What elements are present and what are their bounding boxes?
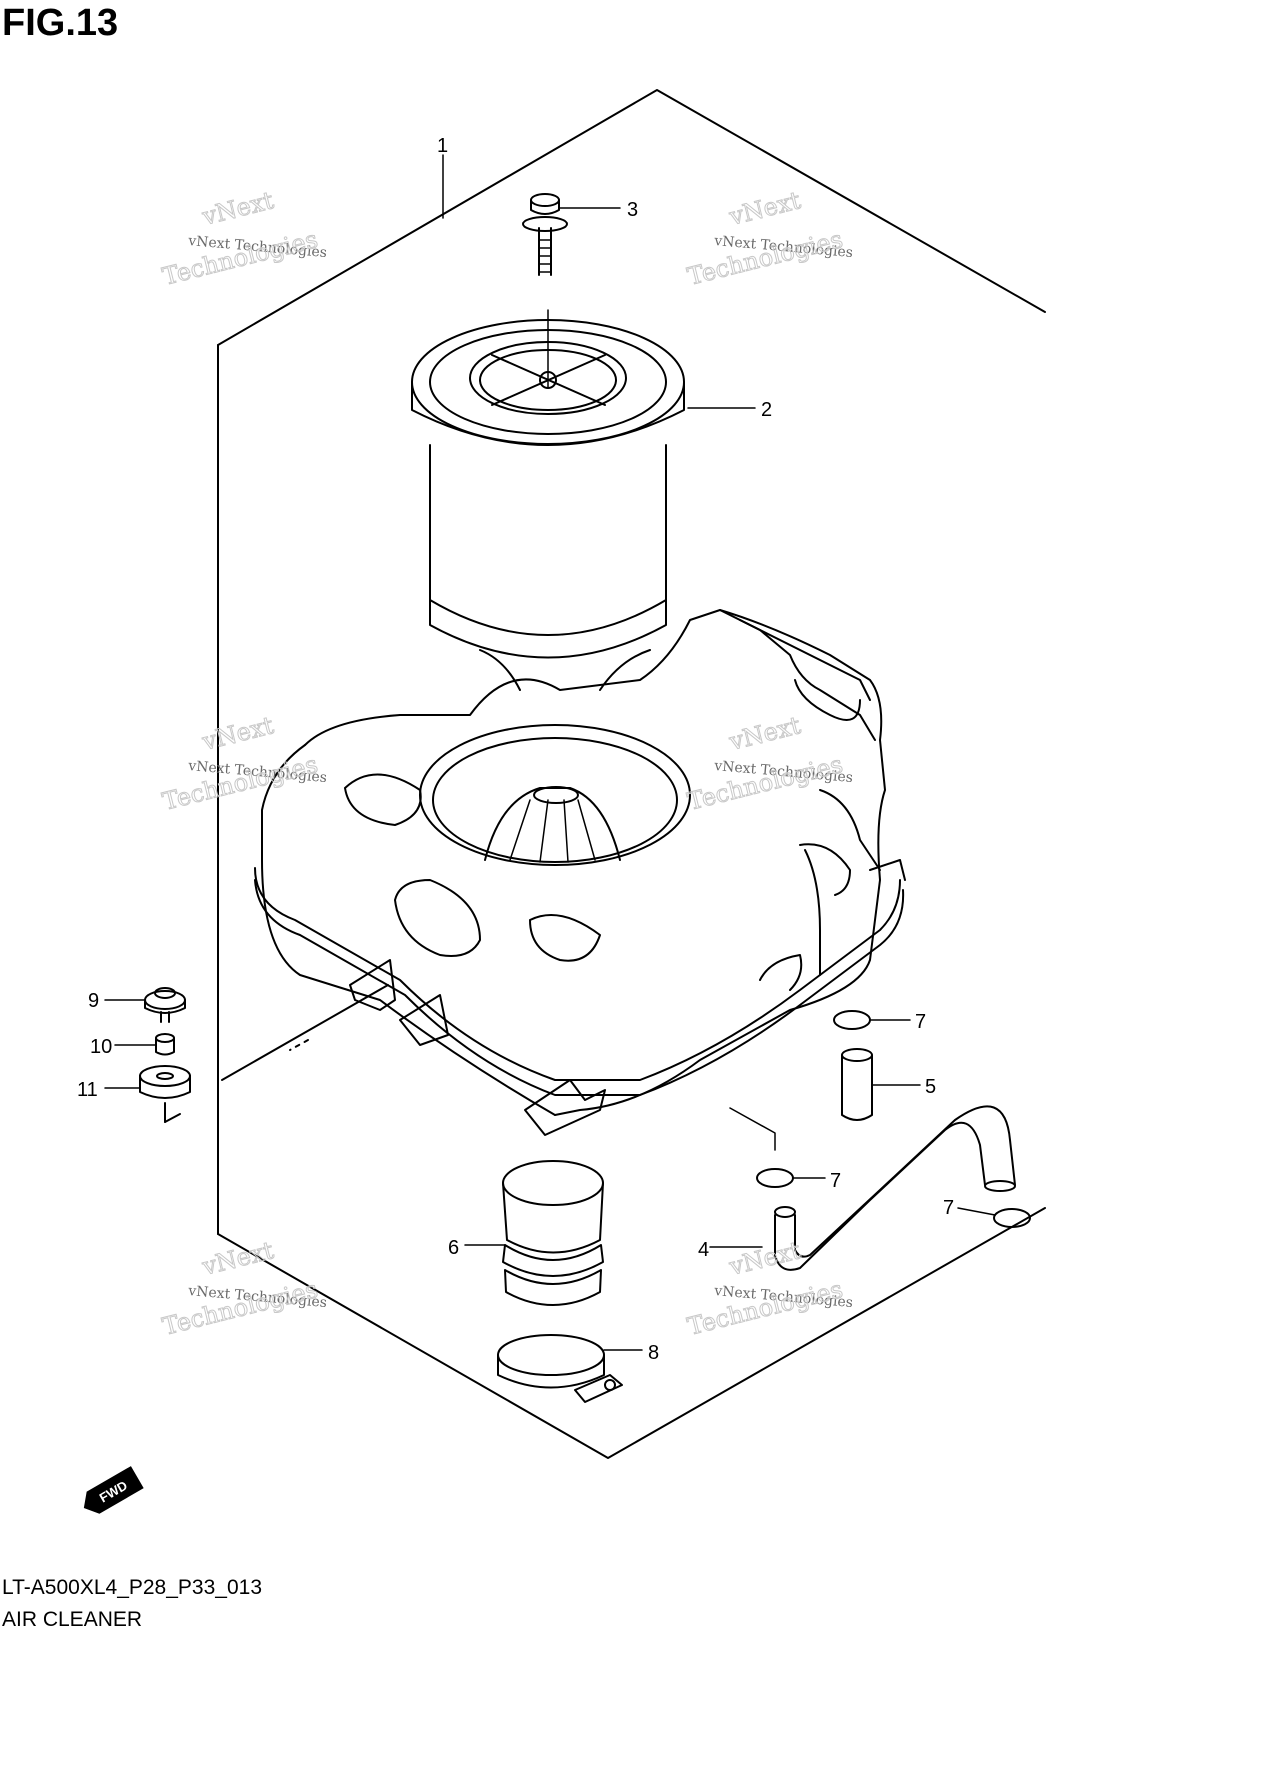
callout-4: 4 (698, 1239, 709, 1261)
watermark-word-1: vNext (726, 711, 804, 756)
watermark-bottom-right: vNext vNext Technologies Technologies (684, 1236, 853, 1342)
callout-2: 2 (761, 399, 772, 421)
watermark-word-2: Technologies (160, 225, 321, 291)
callout-7c: 7 (943, 1197, 954, 1219)
callout-1: 1 (437, 135, 448, 157)
leader-lines (104, 154, 996, 1351)
part-2-filter-element (411, 319, 685, 659)
callout-numbers: 1 2 3 4 5 6 7 7 7 8 9 10 11 (77, 135, 954, 1364)
watermark-word-1: vNext (199, 1236, 277, 1281)
fwd-arrow-icon: FWD (83, 1466, 144, 1514)
part-8-band-clamp (497, 1334, 623, 1403)
watermark-word-1: vNext (726, 1236, 804, 1281)
callout-3: 3 (627, 199, 638, 221)
watermark-mid-left: vNext vNext Technologies Technologies (159, 711, 327, 817)
watermark-top-left: vNext vNext Technologies Technologies (159, 186, 327, 292)
part-10-collar (155, 1033, 175, 1056)
callout-9: 9 (88, 990, 99, 1012)
air-cleaner-housing (254, 609, 905, 1116)
callout-11: 11 (77, 1079, 98, 1101)
assembly-boundary (217, 89, 1046, 346)
watermark-word-1: vNext (199, 711, 277, 756)
callout-10: 10 (90, 1036, 112, 1058)
watermark-bottom-left: vNext vNext Technologies Technologies (159, 1236, 327, 1342)
watermark-word-2: Technologies (160, 1275, 321, 1341)
part-7-clamps (756, 1010, 1031, 1228)
callout-6: 6 (448, 1237, 459, 1259)
diagram-name: AIR CLEANER (2, 1608, 143, 1631)
watermark-top-right: vNext vNext Technologies Technologies (684, 186, 853, 292)
housing-brackets (349, 859, 906, 1136)
callout-8: 8 (648, 1342, 659, 1364)
figure-title: FIG.13 (2, 2, 119, 44)
part-4-hose (774, 1105, 1016, 1271)
watermark-word-2: Technologies (685, 750, 846, 816)
watermark-word-1: vNext (726, 186, 804, 231)
part-9-bolt (144, 987, 186, 1023)
part-6-intake-boot (502, 1160, 604, 1306)
callout-7a: 7 (915, 1011, 926, 1033)
part-5-hose (841, 1048, 873, 1121)
watermark-word-2: Technologies (685, 1275, 846, 1341)
callout-5: 5 (925, 1076, 936, 1098)
diagram-code: LT-A500XL4_P28_P33_013 (2, 1576, 262, 1599)
part-3-screw (522, 193, 568, 389)
watermark-word-2: Technologies (685, 225, 846, 291)
watermark-mid-right: vNext vNext Technologies Technologies (684, 711, 853, 817)
watermark-word-2: Technologies (160, 750, 321, 816)
watermark-word-1: vNext (199, 186, 277, 231)
part-11-grommet (139, 1065, 191, 1099)
callout-7b: 7 (830, 1170, 841, 1192)
